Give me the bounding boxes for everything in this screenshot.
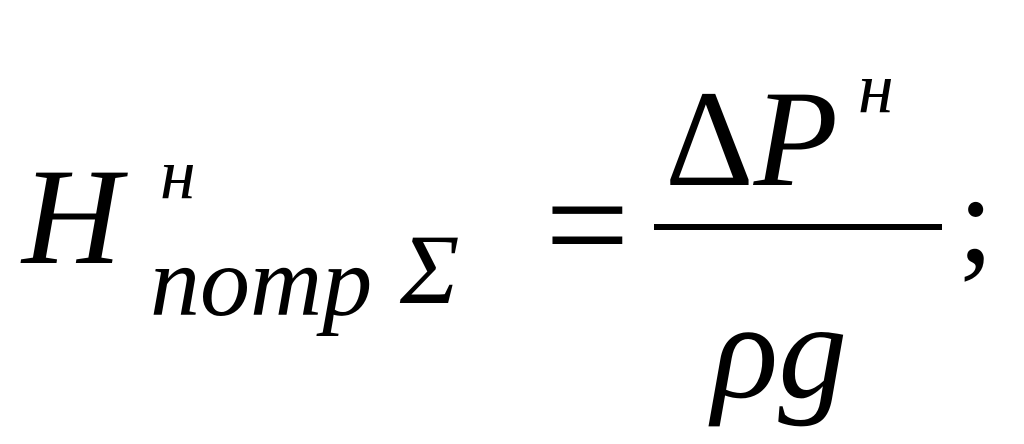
formula-numerator-delta: Δ: [665, 62, 754, 215]
formula-sum-symbol: Σ: [400, 214, 460, 325]
formula-semicolon: ;: [958, 148, 994, 290]
formula-main-symbol: H: [22, 140, 122, 293]
formula-main-superscript: н: [160, 134, 196, 214]
formula-equals-sign: =: [545, 142, 630, 308]
formula-numerator-superscript: н: [858, 48, 894, 128]
formula-main-subscript: nomp: [150, 226, 373, 337]
formula-numerator-variable: P: [753, 62, 839, 215]
formula-numerator: ΔP: [665, 70, 838, 208]
formula-denominator: ρg: [712, 274, 848, 427]
formula-fraction-bar: [654, 224, 942, 230]
